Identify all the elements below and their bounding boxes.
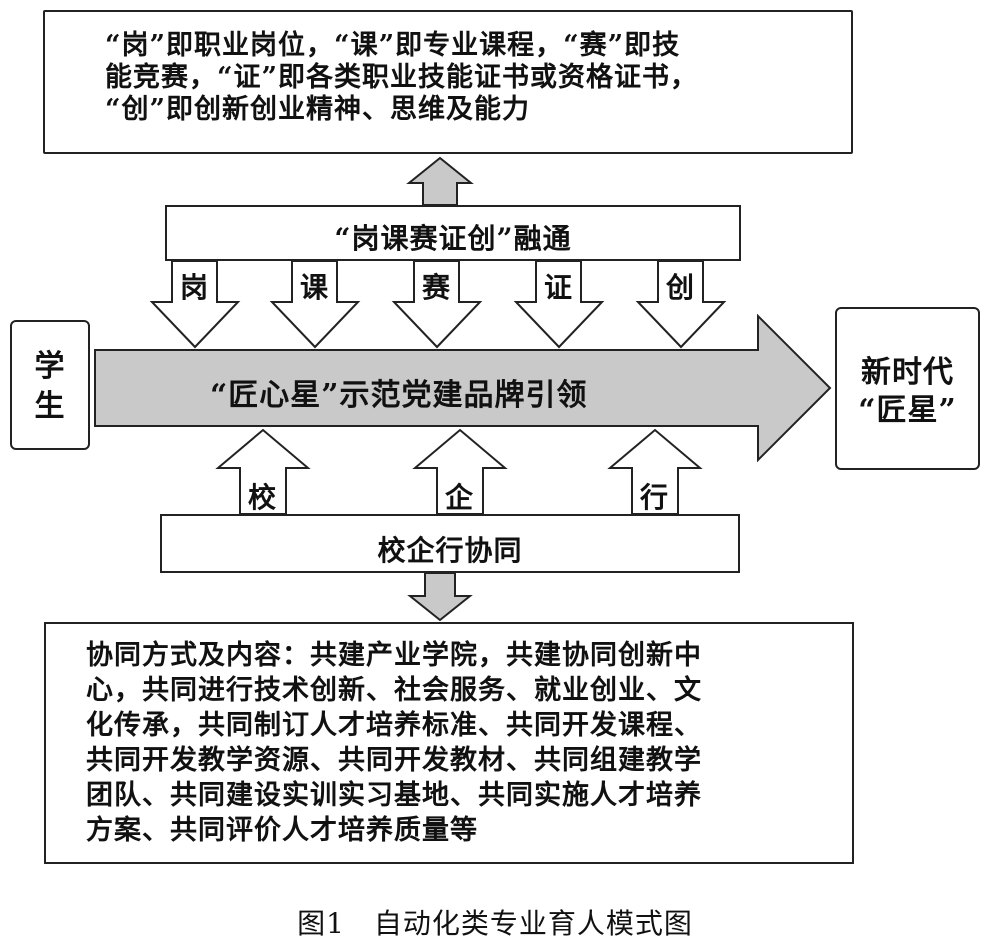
bottom-description-box: 协同方式及内容：共建产业学院，共建协同创新中 心，共同进行技术创新、社会服务、就…	[44, 622, 854, 864]
main-arrow-label: “匠心星”示范党建品牌引领	[210, 378, 588, 413]
student-label: 学 生	[34, 349, 66, 424]
down-arrow-label-gang: 岗	[180, 271, 210, 304]
up-arrow-label-hang: 行	[640, 481, 670, 514]
main-arrow-shape	[94, 313, 832, 463]
down-arrow-zheng	[513, 260, 605, 349]
coop-bar-label: 校企行协同	[377, 534, 523, 567]
top-description-text: “岗”即职业岗位，“课”即专业课程，“赛”即技 能竞赛，“证”即各类职业技能证书…	[105, 30, 699, 125]
student-box: 学 生	[10, 320, 90, 450]
fusion-bar-label: “岗课赛证创”融通	[334, 222, 572, 255]
down-arrow-label-zheng: 证	[544, 271, 574, 304]
down-arrow-label-ke: 课	[300, 271, 330, 304]
up-arrow-label-xiao: 校	[248, 481, 278, 514]
coop-bar: 校企行协同	[160, 514, 740, 573]
down-arrow-chuang	[635, 260, 727, 349]
result-box: 新时代 “匠星”	[835, 307, 980, 470]
down-arrow-ke	[269, 260, 361, 349]
figure-caption: 图1 自动化类专业育人模式图	[297, 907, 693, 940]
down-arrow-label-sai: 赛	[422, 271, 452, 304]
up-arrow-xiao	[215, 428, 311, 515]
down-arrow-label-chuang: 创	[666, 271, 696, 304]
bottom-description-text: 协同方式及内容：共建产业学院，共建协同创新中 心，共同进行技术创新、社会服务、就…	[86, 640, 702, 846]
down-arrow-sai	[391, 260, 483, 349]
bottom-down-arrow	[407, 572, 473, 622]
top-up-arrow	[406, 156, 474, 206]
up-arrow-qi	[412, 428, 508, 515]
up-arrow-label-qi: 企	[445, 481, 475, 514]
up-arrow-hang	[607, 428, 703, 515]
top-description-box: “岗”即职业岗位，“课”即专业课程，“赛”即技 能竞赛，“证”即各类职业技能证书…	[43, 10, 853, 154]
down-arrow-gang	[149, 260, 241, 349]
result-label: 新时代 “匠星”	[858, 355, 957, 428]
fusion-bar: “岗课赛证创”融通	[165, 205, 741, 261]
